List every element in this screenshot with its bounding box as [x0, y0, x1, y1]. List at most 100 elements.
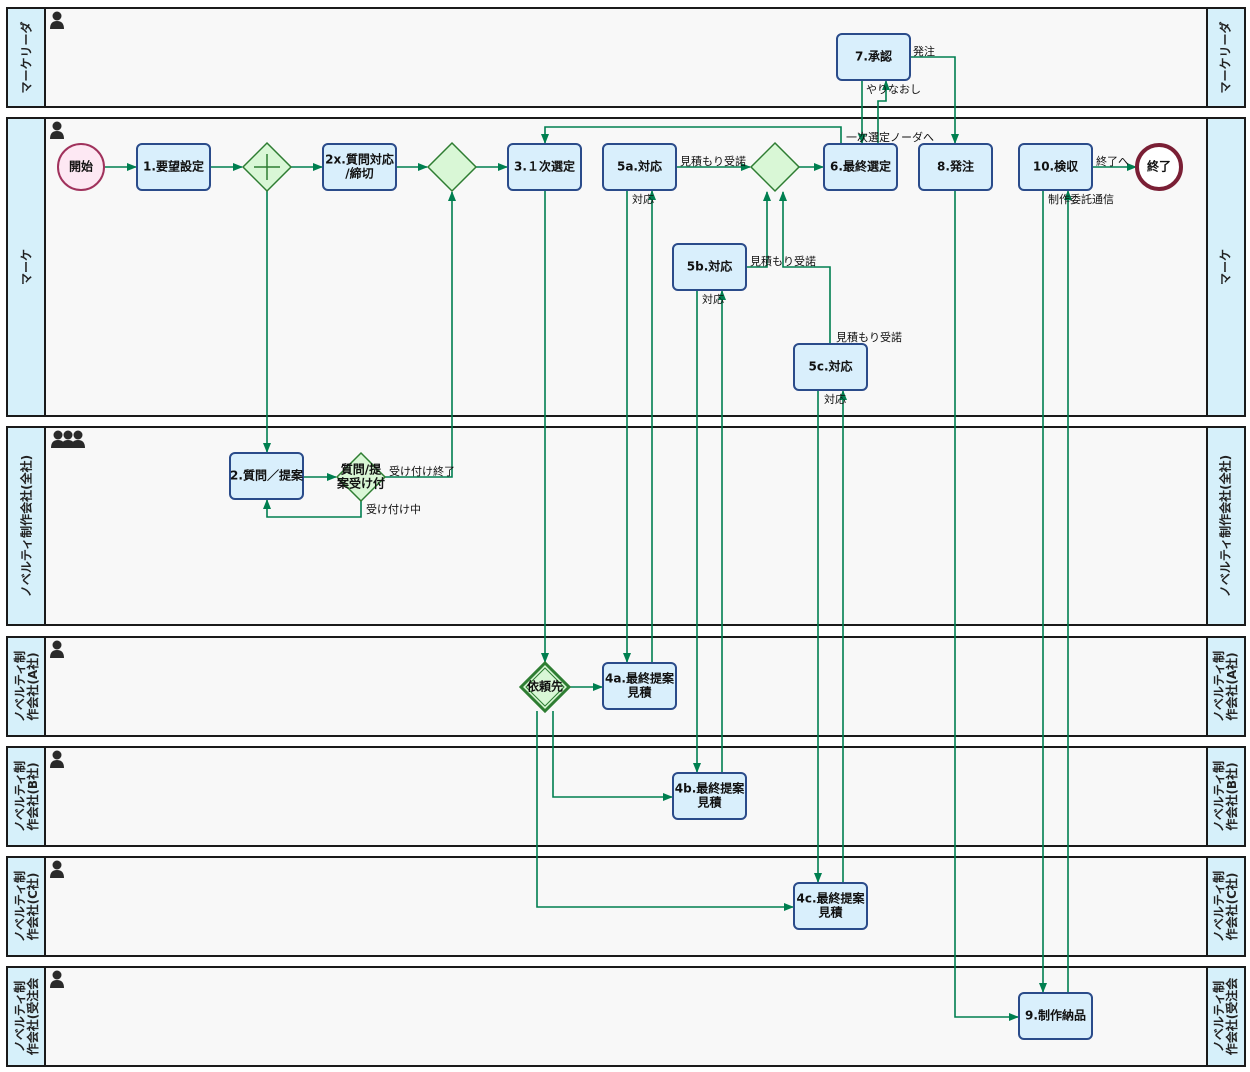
edge-label-contract_notice: 制作委託通信 — [1048, 192, 1114, 206]
flow-req-t4b — [552, 711, 673, 801]
task-t4c[interactable]: 4c.最終提案見積 — [793, 882, 868, 930]
lane-marketer: マーケリーダ マーケリーダ — [6, 7, 1246, 108]
edge-label-respond_5c: 対応 — [824, 392, 846, 406]
task-label: 2.質問／提案 — [230, 468, 304, 483]
edge-label-accept_5c: 見積もり受諾 — [836, 330, 902, 344]
task-label: 7.承認 — [855, 49, 892, 64]
lane-header-right — [1206, 426, 1246, 626]
lane-label-right: ノベルティ制作会社(全社) — [1218, 455, 1233, 597]
edge-label-qa_closed: 受け付け終了 — [389, 464, 455, 478]
lane-label-right: ノベルティ制作会社(受注会 — [1211, 977, 1239, 1055]
group-icon — [51, 430, 85, 448]
flow-t8-t9 — [954, 190, 1019, 1021]
lane-header-left — [6, 966, 46, 1067]
edge-label-respond_5b: 対応 — [702, 292, 724, 306]
edge-label-back_to_first: 一次選定ノーダへ — [846, 130, 934, 144]
lane-label-left: ノベルティ制作会社(A社) — [12, 651, 40, 722]
task-label: 2x.質問対応/締切 — [325, 152, 394, 181]
person-icon — [50, 11, 64, 29]
task-label: 6.最終選定 — [830, 159, 891, 174]
flow-t6-t3-back — [541, 126, 842, 144]
person-icon — [50, 640, 64, 658]
task-t2[interactable]: 2.質問／提案 — [229, 452, 304, 500]
lane-label-right: ノベルティ制作会社(C社) — [1211, 871, 1239, 942]
lane-vendor_win: ノベルティ制作会社(受注会 ノベルティ制作会社(受注会 — [6, 966, 1246, 1067]
lane-label-left: マーケリーダ — [19, 21, 34, 93]
person-icon — [50, 750, 64, 768]
exclusive-gateway-merge[interactable] — [426, 141, 478, 193]
task-t1[interactable]: 1.要望設定 — [136, 143, 211, 191]
task-t6[interactable]: 6.最終選定 — [823, 143, 898, 191]
flow-t6-t7 — [877, 80, 890, 144]
lane-header-right — [1206, 636, 1246, 737]
lane-label-right: マーケ — [1219, 249, 1233, 285]
task-t5c[interactable]: 5c.対応 — [793, 343, 868, 391]
task-label: 4c.最終提案見積 — [796, 891, 865, 920]
lane-header-right — [1206, 746, 1246, 847]
end-event-label: 終了 — [1147, 159, 1171, 174]
lane-label-right: ノベルティ制作会社(B社) — [1211, 761, 1239, 832]
gateway-qa[interactable]: 質問/提案受け付 — [335, 451, 387, 503]
task-t4a[interactable]: 4a.最終提案見積 — [602, 662, 677, 710]
task-label: 9.制作納品 — [1025, 1008, 1086, 1023]
lane-all_vendors: ノベルティ制作会社(全社) ノベルティ制作会社(全社) — [6, 426, 1246, 626]
parallel-gateway[interactable] — [241, 141, 293, 193]
flow-req-t4c — [536, 711, 794, 911]
start-event[interactable]: 開始 — [57, 143, 105, 191]
exclusive-gateway-select[interactable] — [749, 141, 801, 193]
task-t9[interactable]: 9.制作納品 — [1018, 992, 1093, 1040]
gateway-request[interactable]: 依頼先 — [518, 660, 572, 714]
task-t5a[interactable]: 5a.対応 — [602, 143, 677, 191]
end-event[interactable]: 終了 — [1135, 143, 1183, 191]
flow-qa-closed-merge — [385, 191, 456, 478]
task-label: 5c.対応 — [808, 359, 852, 374]
edge-label-redo: やりなおし — [866, 83, 921, 96]
flow-t7-order-t8 — [910, 56, 959, 144]
person-icon — [50, 860, 64, 878]
lane-body — [6, 426, 1246, 626]
lane-label-right: ノベルティ制作会社(A社) — [1211, 651, 1239, 722]
lane-body — [6, 7, 1246, 108]
task-t2x[interactable]: 2x.質問対応/締切 — [322, 143, 397, 191]
lane-label-left: ノベルティ制作会社(全社) — [19, 455, 34, 597]
task-t10[interactable]: 10.検収 — [1018, 143, 1093, 191]
person-icon — [50, 970, 64, 988]
lane-header-left — [6, 636, 46, 737]
task-t8[interactable]: 8.発注 — [918, 143, 993, 191]
lane-header-right — [1206, 7, 1246, 108]
flow-t5c-select — [779, 191, 831, 344]
task-label: 4a.最終提案見積 — [605, 671, 675, 700]
task-label: 5b.対応 — [687, 259, 733, 274]
lane-header-left — [6, 7, 46, 108]
lane-label-right: マーケリーダ — [1218, 21, 1233, 93]
lane-label-left: ノベルティ制作会社(C社) — [12, 871, 40, 942]
edge-label-to_end: 終了へ — [1096, 154, 1129, 168]
edge-label-qa_open: 受け付け中 — [366, 503, 421, 516]
lane-header-right — [1206, 966, 1246, 1067]
edge-label-accept_5a: 見積もり受諾 — [680, 154, 746, 168]
person-icon — [50, 121, 64, 139]
task-label: 8.発注 — [937, 159, 974, 174]
flow-qa-open-t2 — [263, 499, 362, 518]
task-t7[interactable]: 7.承認 — [836, 33, 911, 81]
task-t5b[interactable]: 5b.対応 — [672, 243, 747, 291]
gateway-qa-label: 質問/提案受け付 — [336, 462, 385, 491]
lane-header-right — [1206, 117, 1246, 417]
lane-header-right — [1206, 856, 1246, 957]
task-label: 1.要望設定 — [143, 159, 204, 174]
edge-label-accept_5b: 見積もり受諾 — [750, 254, 816, 268]
gateway-request-label: 依頼先 — [527, 679, 563, 694]
task-label: 4b.最終提案見積 — [675, 781, 745, 810]
lane-label-left: ノベルティ制作会社(受注会 — [12, 977, 40, 1055]
lane-header-left — [6, 426, 46, 626]
task-t3[interactable]: 3.１次選定 — [507, 143, 582, 191]
start-event-label: 開始 — [69, 159, 93, 174]
task-t4b[interactable]: 4b.最終提案見積 — [672, 772, 747, 820]
edge-label-respond_5a: 対応 — [632, 192, 654, 206]
task-label: 5a.対応 — [617, 159, 662, 174]
lane-header-left — [6, 856, 46, 957]
lane-header-left — [6, 117, 46, 417]
lane-label-left: マーケ — [20, 249, 34, 285]
flow-t5b-select — [746, 191, 771, 268]
